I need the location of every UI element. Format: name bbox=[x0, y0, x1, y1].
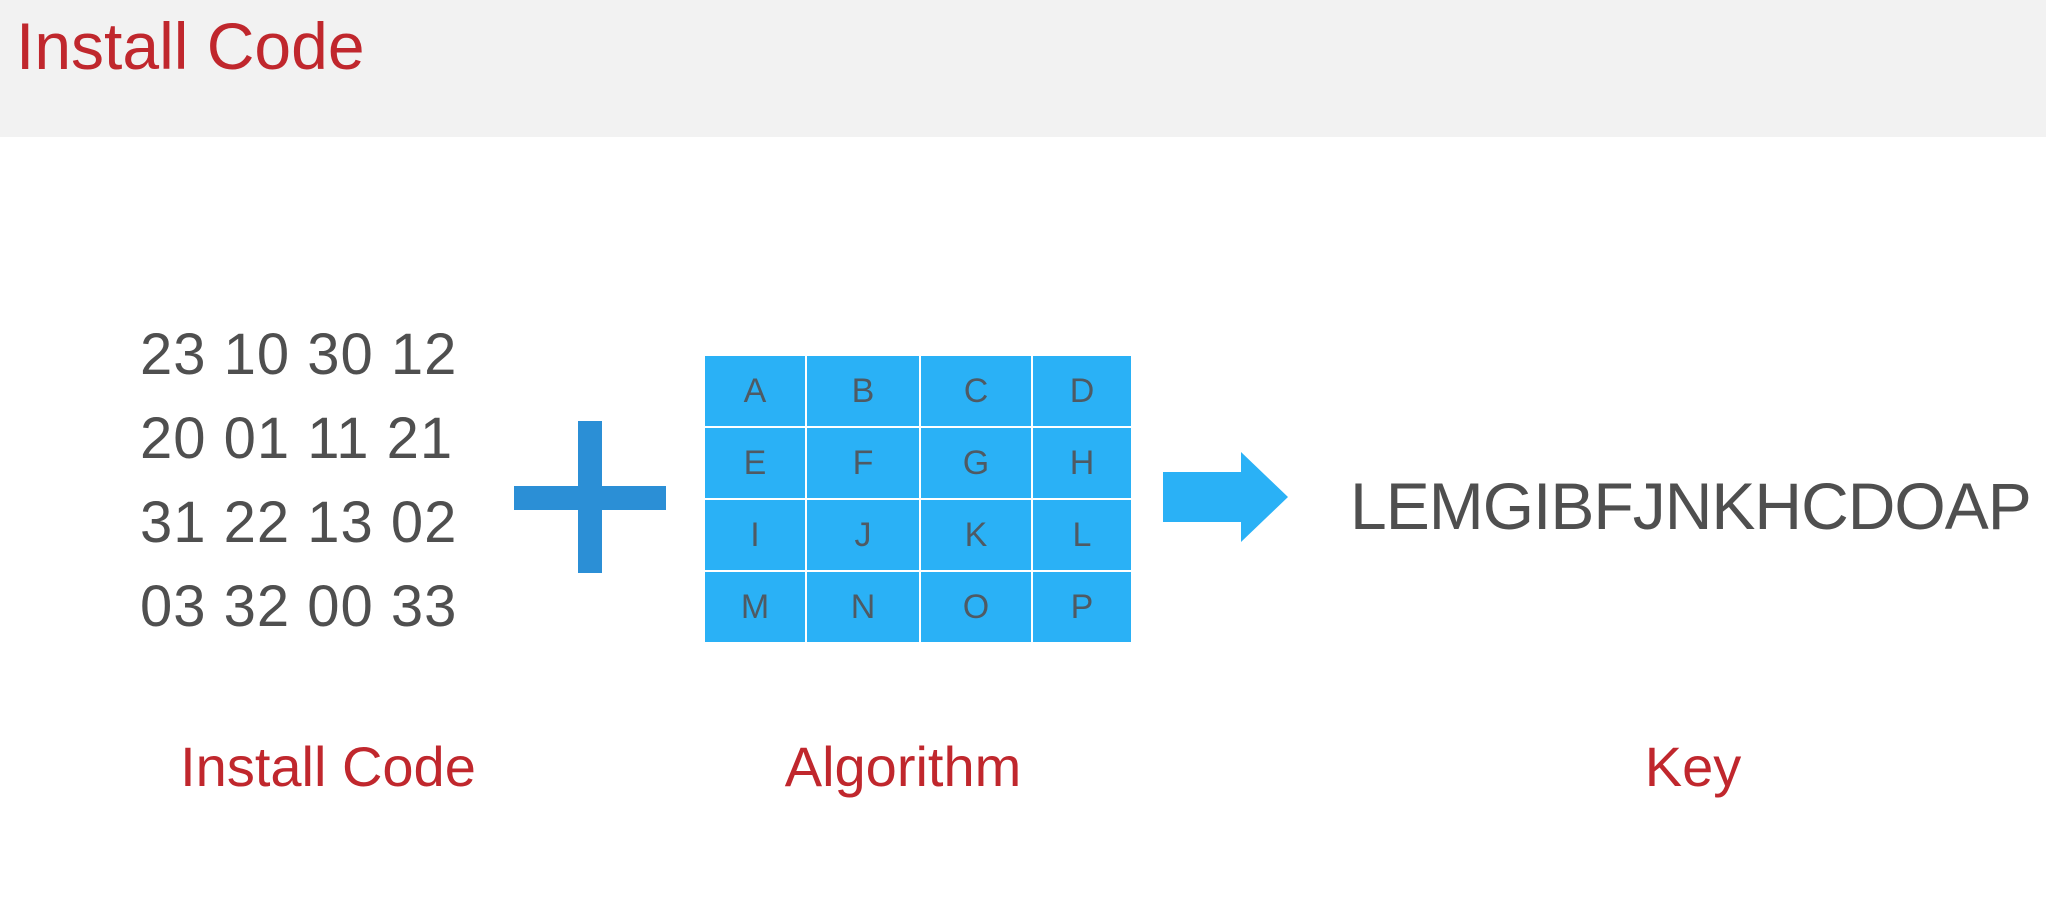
algorithm-cell: O bbox=[921, 572, 1031, 642]
page-title: Install Code bbox=[16, 9, 365, 83]
algorithm-cell: D bbox=[1033, 356, 1131, 426]
caption-key: Key bbox=[1644, 735, 1742, 798]
algorithm-grid: A B C D E F G H I J K L M N O P bbox=[705, 356, 1131, 648]
algorithm-cell: F bbox=[807, 428, 919, 498]
slide-header: Install Code bbox=[0, 0, 2046, 137]
algorithm-cell: A bbox=[705, 356, 805, 426]
algorithm-cell: N bbox=[807, 572, 919, 642]
arrow-right-shape bbox=[1163, 452, 1288, 542]
caption-algorithm: Algorithm bbox=[784, 735, 1022, 798]
algorithm-cell: M bbox=[705, 572, 805, 642]
install-code-row: 23 10 30 12 bbox=[140, 322, 458, 387]
generated-key: LEMGIBFJNKHCDOAP bbox=[1350, 469, 2032, 543]
algorithm-cell: K bbox=[921, 500, 1031, 570]
install-code-row: 31 22 13 02 bbox=[140, 490, 458, 555]
install-code-row: 03 32 00 33 bbox=[140, 574, 458, 639]
algorithm-cell: L bbox=[1033, 500, 1131, 570]
algorithm-cell: G bbox=[921, 428, 1031, 498]
algorithm-cell: J bbox=[807, 500, 919, 570]
install-code-row: 20 01 11 21 bbox=[140, 406, 454, 471]
plus-icon bbox=[514, 421, 666, 573]
plus-vertical-bar bbox=[578, 421, 602, 573]
install-code-block: 23 10 30 12 20 01 11 21 31 22 13 02 03 3… bbox=[140, 313, 457, 649]
arrow-right-icon bbox=[1163, 452, 1288, 547]
algorithm-cell: E bbox=[705, 428, 805, 498]
caption-install-code: Install Code bbox=[180, 735, 476, 798]
algorithm-cell: I bbox=[705, 500, 805, 570]
algorithm-cell: H bbox=[1033, 428, 1131, 498]
algorithm-cell: B bbox=[807, 356, 919, 426]
algorithm-cell: C bbox=[921, 356, 1031, 426]
algorithm-cell: P bbox=[1033, 572, 1131, 642]
